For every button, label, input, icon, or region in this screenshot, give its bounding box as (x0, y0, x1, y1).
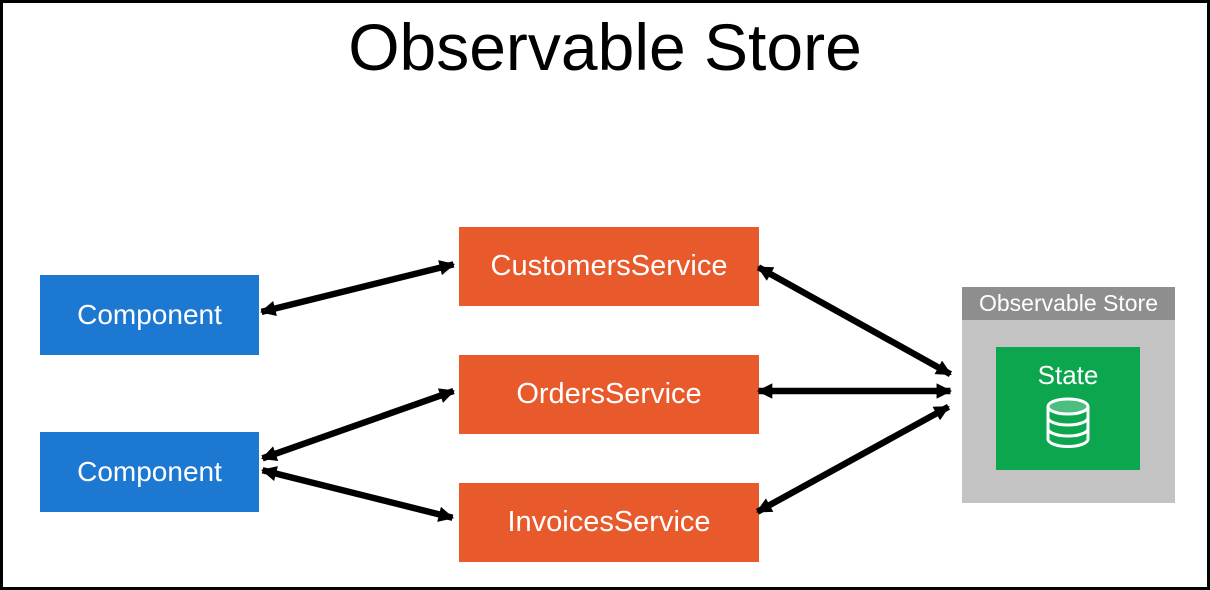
observable-store-header-label: Observable Store (979, 290, 1158, 316)
invoices-service-label: InvoicesService (507, 506, 711, 538)
service-box-invoices: InvoicesService (459, 483, 759, 562)
state-box: State (996, 347, 1140, 470)
orders-service-label: OrdersService (516, 378, 702, 410)
connection-arrow-component-1-to-customers-service (260, 260, 456, 316)
observable-store-container: Observable Store State (962, 287, 1175, 503)
component-2-label: Component (77, 456, 222, 487)
connection-arrow-component-2-to-orders-service (261, 387, 456, 462)
customers-service-label: CustomersService (490, 250, 728, 282)
diagram-title: Observable Store (348, 10, 862, 84)
observable-store-header: Observable Store (962, 287, 1175, 320)
component-box-2: Component (40, 432, 259, 512)
service-box-customers: CustomersService (459, 227, 759, 306)
database-cylinder-icon (1046, 397, 1090, 448)
connection-arrow-component-2-to-invoices-service (261, 466, 455, 522)
connection-arrow-invoices-service-to-observable-store (755, 404, 951, 515)
service-box-orders: OrdersService (459, 355, 759, 434)
connection-arrow-customers-service-to-observable-store (756, 264, 953, 377)
component-box-1: Component (40, 275, 259, 355)
state-label: State (1037, 360, 1099, 390)
component-1-label: Component (77, 299, 222, 330)
